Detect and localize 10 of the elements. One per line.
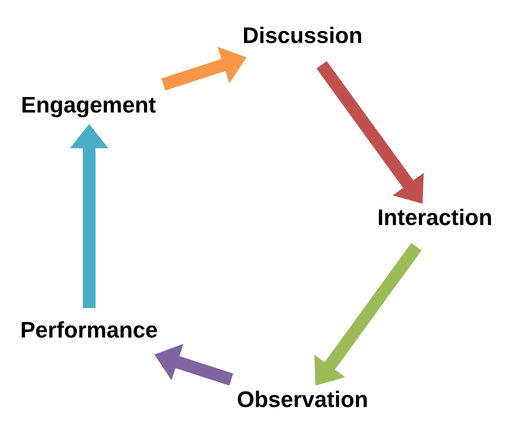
node-text: Discussion (242, 23, 363, 48)
node-text: Observation (236, 386, 368, 412)
arrow (70, 124, 108, 308)
arrow (161, 46, 247, 91)
node-text: Interaction (377, 204, 492, 230)
arrow (314, 242, 422, 386)
node-text: Performance (20, 317, 158, 342)
node-text: Engagement (20, 92, 156, 118)
arrow (316, 61, 424, 204)
arrow (154, 344, 234, 386)
